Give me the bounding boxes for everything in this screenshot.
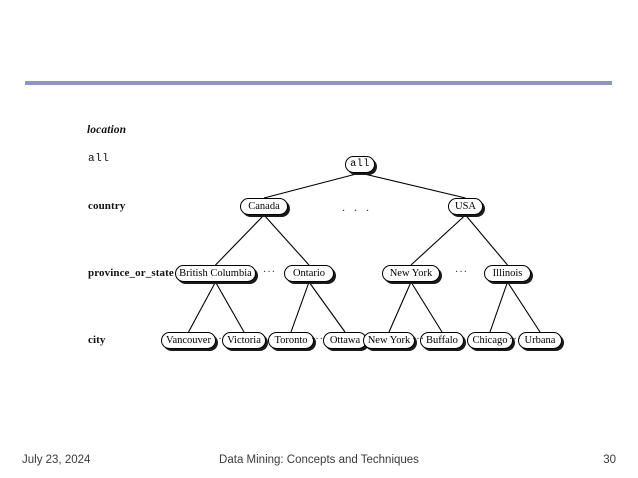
- row-label-province-or-state: province_or_state: [88, 267, 174, 279]
- ellipsis-bc-city-ellipsis: ··: [214, 334, 223, 345]
- edge-ontario-to-toronto: [290, 281, 310, 333]
- ellipsis-us-state-ellipsis: ···: [455, 267, 468, 278]
- title-divider-rule: [25, 81, 612, 85]
- footer-date: July 23, 2024: [22, 454, 91, 466]
- edge-usa-to-new-york-state: [410, 214, 466, 266]
- node-urbana[interactable]: Urbana: [518, 332, 562, 349]
- node-toronto[interactable]: Toronto: [268, 332, 314, 349]
- edge-usa-to-illinois: [465, 214, 508, 266]
- node-buffalo[interactable]: Buffalo: [420, 332, 464, 349]
- edge-british-columbia-to-vancouver: [188, 281, 216, 333]
- node-new-york-city[interactable]: New York: [363, 332, 415, 349]
- edge-new-york-state-to-buffalo: [410, 281, 443, 333]
- node-vancouver[interactable]: Vancouver: [161, 332, 216, 349]
- node-usa[interactable]: USA: [448, 198, 483, 215]
- edge-new-york-state-to-new-york-city: [388, 281, 412, 333]
- row-label-location: location: [87, 124, 127, 136]
- node-ottawa[interactable]: Ottawa: [323, 332, 367, 349]
- ellipsis-on-city-ellipsis: ···: [311, 334, 324, 345]
- node-ontario[interactable]: Ontario: [284, 265, 334, 282]
- ellipsis-ca-prov-ellipsis: ···: [263, 267, 276, 278]
- footer-page-number: 30: [603, 454, 616, 466]
- ellipsis-il-city-ellipsis: ···: [509, 334, 522, 345]
- ellipsis-country-ellipsis: . . .: [342, 200, 372, 214]
- edge-canada-to-british-columbia: [215, 214, 265, 266]
- slide-footer: July 23, 2024 Data Mining: Concepts and …: [0, 454, 638, 472]
- concept-hierarchy-diagram: location all country province_or_state c…: [0, 110, 638, 375]
- footer-title: Data Mining: Concepts and Techniques: [219, 454, 419, 466]
- node-illinois[interactable]: Illinois: [484, 265, 531, 282]
- edge-canada-to-ontario: [263, 214, 310, 266]
- node-new-york-state[interactable]: New York: [382, 265, 440, 282]
- node-chicago[interactable]: Chicago: [467, 332, 513, 349]
- edge-all-to-usa: [359, 172, 466, 199]
- edge-british-columbia-to-victoria: [215, 281, 245, 333]
- node-victoria[interactable]: Victoria: [222, 332, 266, 349]
- row-label-all: all: [88, 153, 110, 165]
- edge-all-to-canada: [263, 172, 361, 199]
- edge-ontario-to-ottawa: [308, 281, 346, 333]
- node-canada[interactable]: Canada: [240, 198, 288, 215]
- ellipsis-ny-city-ellipsis: ···: [412, 334, 425, 345]
- hierarchy-edges: [188, 172, 541, 333]
- row-label-country: country: [88, 200, 126, 212]
- row-label-city: city: [88, 334, 106, 346]
- edge-illinois-to-chicago: [489, 281, 509, 333]
- node-british-columbia[interactable]: British Columbia: [175, 265, 256, 282]
- node-all[interactable]: all: [345, 156, 375, 173]
- edge-illinois-to-urbana: [507, 281, 541, 333]
